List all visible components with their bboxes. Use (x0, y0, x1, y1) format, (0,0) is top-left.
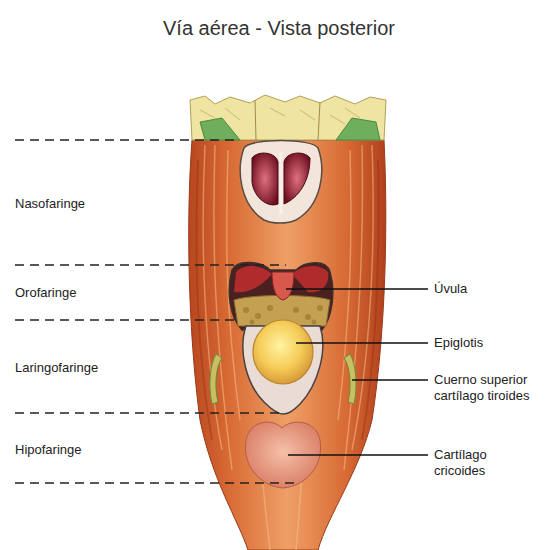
green-patch (200, 118, 240, 140)
bone-texture (200, 100, 360, 140)
uvula-shape (272, 272, 294, 300)
region-label: Hipofaringe (15, 442, 185, 458)
part-label: Cuerno superior cartílago tiroides (434, 372, 552, 404)
pharynx-wall (189, 140, 386, 550)
epiglottis-shape (253, 320, 313, 384)
region-label: Laringofaringe (15, 360, 185, 376)
diagram-title: Vía aérea - Vista posterior (0, 16, 558, 40)
soft-palate (292, 266, 328, 292)
part-label: Úvula (434, 281, 552, 297)
nasopharynx-opening (240, 141, 321, 224)
vomer (280, 152, 283, 214)
green-patch (336, 118, 380, 140)
leader-line (286, 289, 428, 455)
region-label: Nasofaringe (15, 196, 185, 212)
soft-palate (234, 266, 272, 292)
part-label: Epiglotis (434, 335, 552, 351)
region-label: Orofaringe (15, 285, 185, 301)
thyroid-horn (210, 354, 222, 404)
choana (252, 153, 278, 205)
choana (284, 153, 310, 204)
part-label: Cartílago cricoides (434, 447, 514, 479)
level-line (15, 140, 300, 483)
skull-base (190, 95, 386, 140)
thyroid-horn (344, 354, 356, 404)
